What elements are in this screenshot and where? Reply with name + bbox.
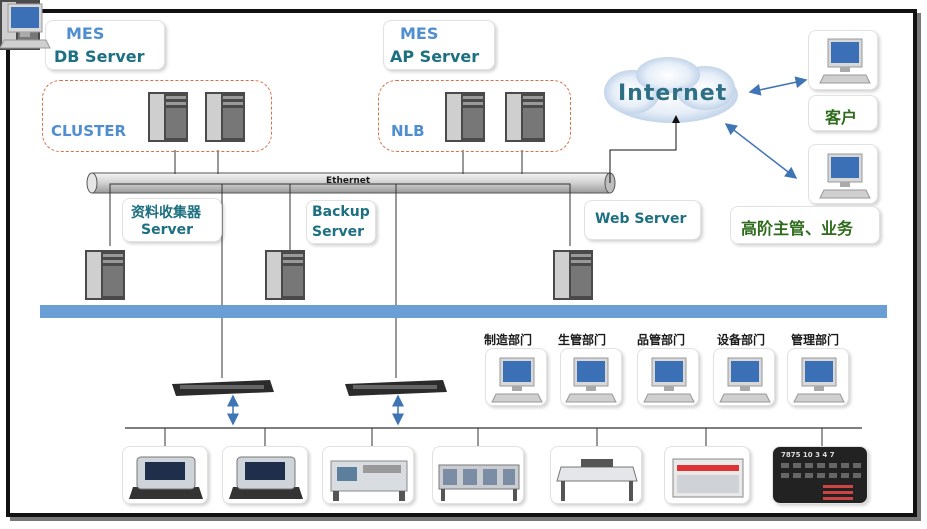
dept-2-label: 生管部门 (558, 333, 607, 347)
ap-server-label-box: MES AP Server (383, 20, 495, 70)
db-server-mes-label: MES (66, 24, 105, 43)
terminal-device-icon (129, 456, 203, 499)
display-panel-box: 7875 10 3 4 7 (772, 446, 868, 504)
collector-name-label: 资料收集器 (131, 205, 201, 221)
management-label: 高阶主管、业务 (741, 219, 854, 238)
internet-cloud-icon (604, 57, 738, 123)
ethernet-label: Ethernet (326, 176, 371, 186)
dept-4-frame (713, 348, 775, 406)
ap-server-mes-label: MES (400, 24, 439, 43)
backup-name-label: Backup (312, 204, 370, 220)
dept-3-label: 品管部门 (637, 333, 686, 347)
dept-5-label: 管理部门 (791, 333, 840, 347)
led-display-icon (781, 463, 861, 500)
customer-label: 客户 (825, 108, 858, 127)
cluster-group (42, 80, 272, 152)
web-server-label-box: Web Server (584, 200, 701, 240)
management-label-box: 高阶主管、业务 (730, 206, 880, 244)
machine-3-box (550, 446, 642, 504)
dept-3-frame (637, 348, 699, 406)
nlb-group (378, 80, 571, 152)
management-pc-frame (808, 144, 878, 204)
dept-2-frame (560, 348, 622, 406)
backup-server-label: Server (312, 224, 365, 240)
display-panel-header: 7875 10 3 4 7 (781, 451, 835, 459)
collector-label-box: 资料收集器 Server (122, 198, 222, 242)
db-server-name-label: DB Server (54, 47, 145, 66)
terminal-1-box (122, 446, 208, 504)
customer-label-box: 客户 (808, 95, 878, 131)
machine-2-box (432, 446, 524, 504)
lan-bar (40, 305, 887, 318)
internet-label: Internet (618, 81, 728, 106)
cluster-label: CLUSTER (51, 122, 127, 140)
production-machine-icon (330, 460, 408, 501)
db-server-label-box: MES DB Server (45, 20, 165, 70)
machine-1-box (322, 446, 414, 504)
customer-pc-frame (808, 30, 878, 90)
dept-4-label: 设备部门 (717, 333, 766, 347)
collector-server-label: Server (141, 222, 194, 238)
assembly-line-icon (438, 464, 520, 501)
terminal-device-icon (229, 456, 303, 499)
backup-label-box: Backup Server (306, 200, 376, 244)
dept-1-label: 制造部门 (484, 333, 533, 347)
ap-server-name-label: AP Server (390, 47, 480, 66)
dept-5-frame (787, 348, 849, 406)
nlb-label: NLB (391, 122, 425, 140)
inspection-table-icon (556, 459, 638, 501)
dept-1-frame (485, 348, 547, 406)
machine-4-box (664, 446, 750, 504)
web-server-label: Web Server (595, 211, 687, 227)
oven-machine-icon (672, 458, 744, 498)
terminal-2-box (222, 446, 308, 504)
